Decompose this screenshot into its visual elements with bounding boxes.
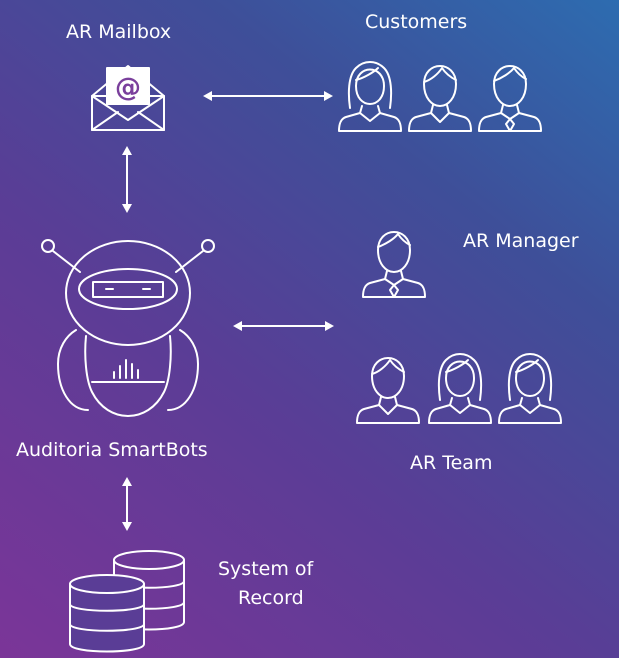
edge-mailbox-smartbots <box>122 146 132 213</box>
customer-icon-3 <box>478 65 542 132</box>
envelope-at-icon: @ <box>91 65 165 131</box>
ar-team-icon-3 <box>498 353 562 424</box>
customers-label: Customers <box>365 11 468 33</box>
svg-text:@: @ <box>115 73 141 103</box>
customer-icon-2 <box>408 65 472 132</box>
mailbox-label: AR Mailbox <box>66 21 172 43</box>
edge-smartbots-team <box>233 321 334 331</box>
edge-smartbots-system <box>122 477 132 531</box>
smartbots-label: Auditoria SmartBots <box>16 439 208 461</box>
ar-manager-label: AR Manager <box>463 230 579 252</box>
system-of-record-label-line1: System of <box>218 558 314 580</box>
database-icon <box>69 550 185 653</box>
edge-mailbox-customers <box>203 91 333 101</box>
ar-team-icon-1 <box>356 357 420 424</box>
system-of-record-label-line2: Record <box>238 587 304 609</box>
ar-team-icon-2 <box>428 353 492 424</box>
ar-manager-icon <box>362 231 426 298</box>
customer-icon-1 <box>338 61 402 132</box>
ar-team-label: AR Team <box>410 452 493 474</box>
robot-icon <box>41 239 215 417</box>
